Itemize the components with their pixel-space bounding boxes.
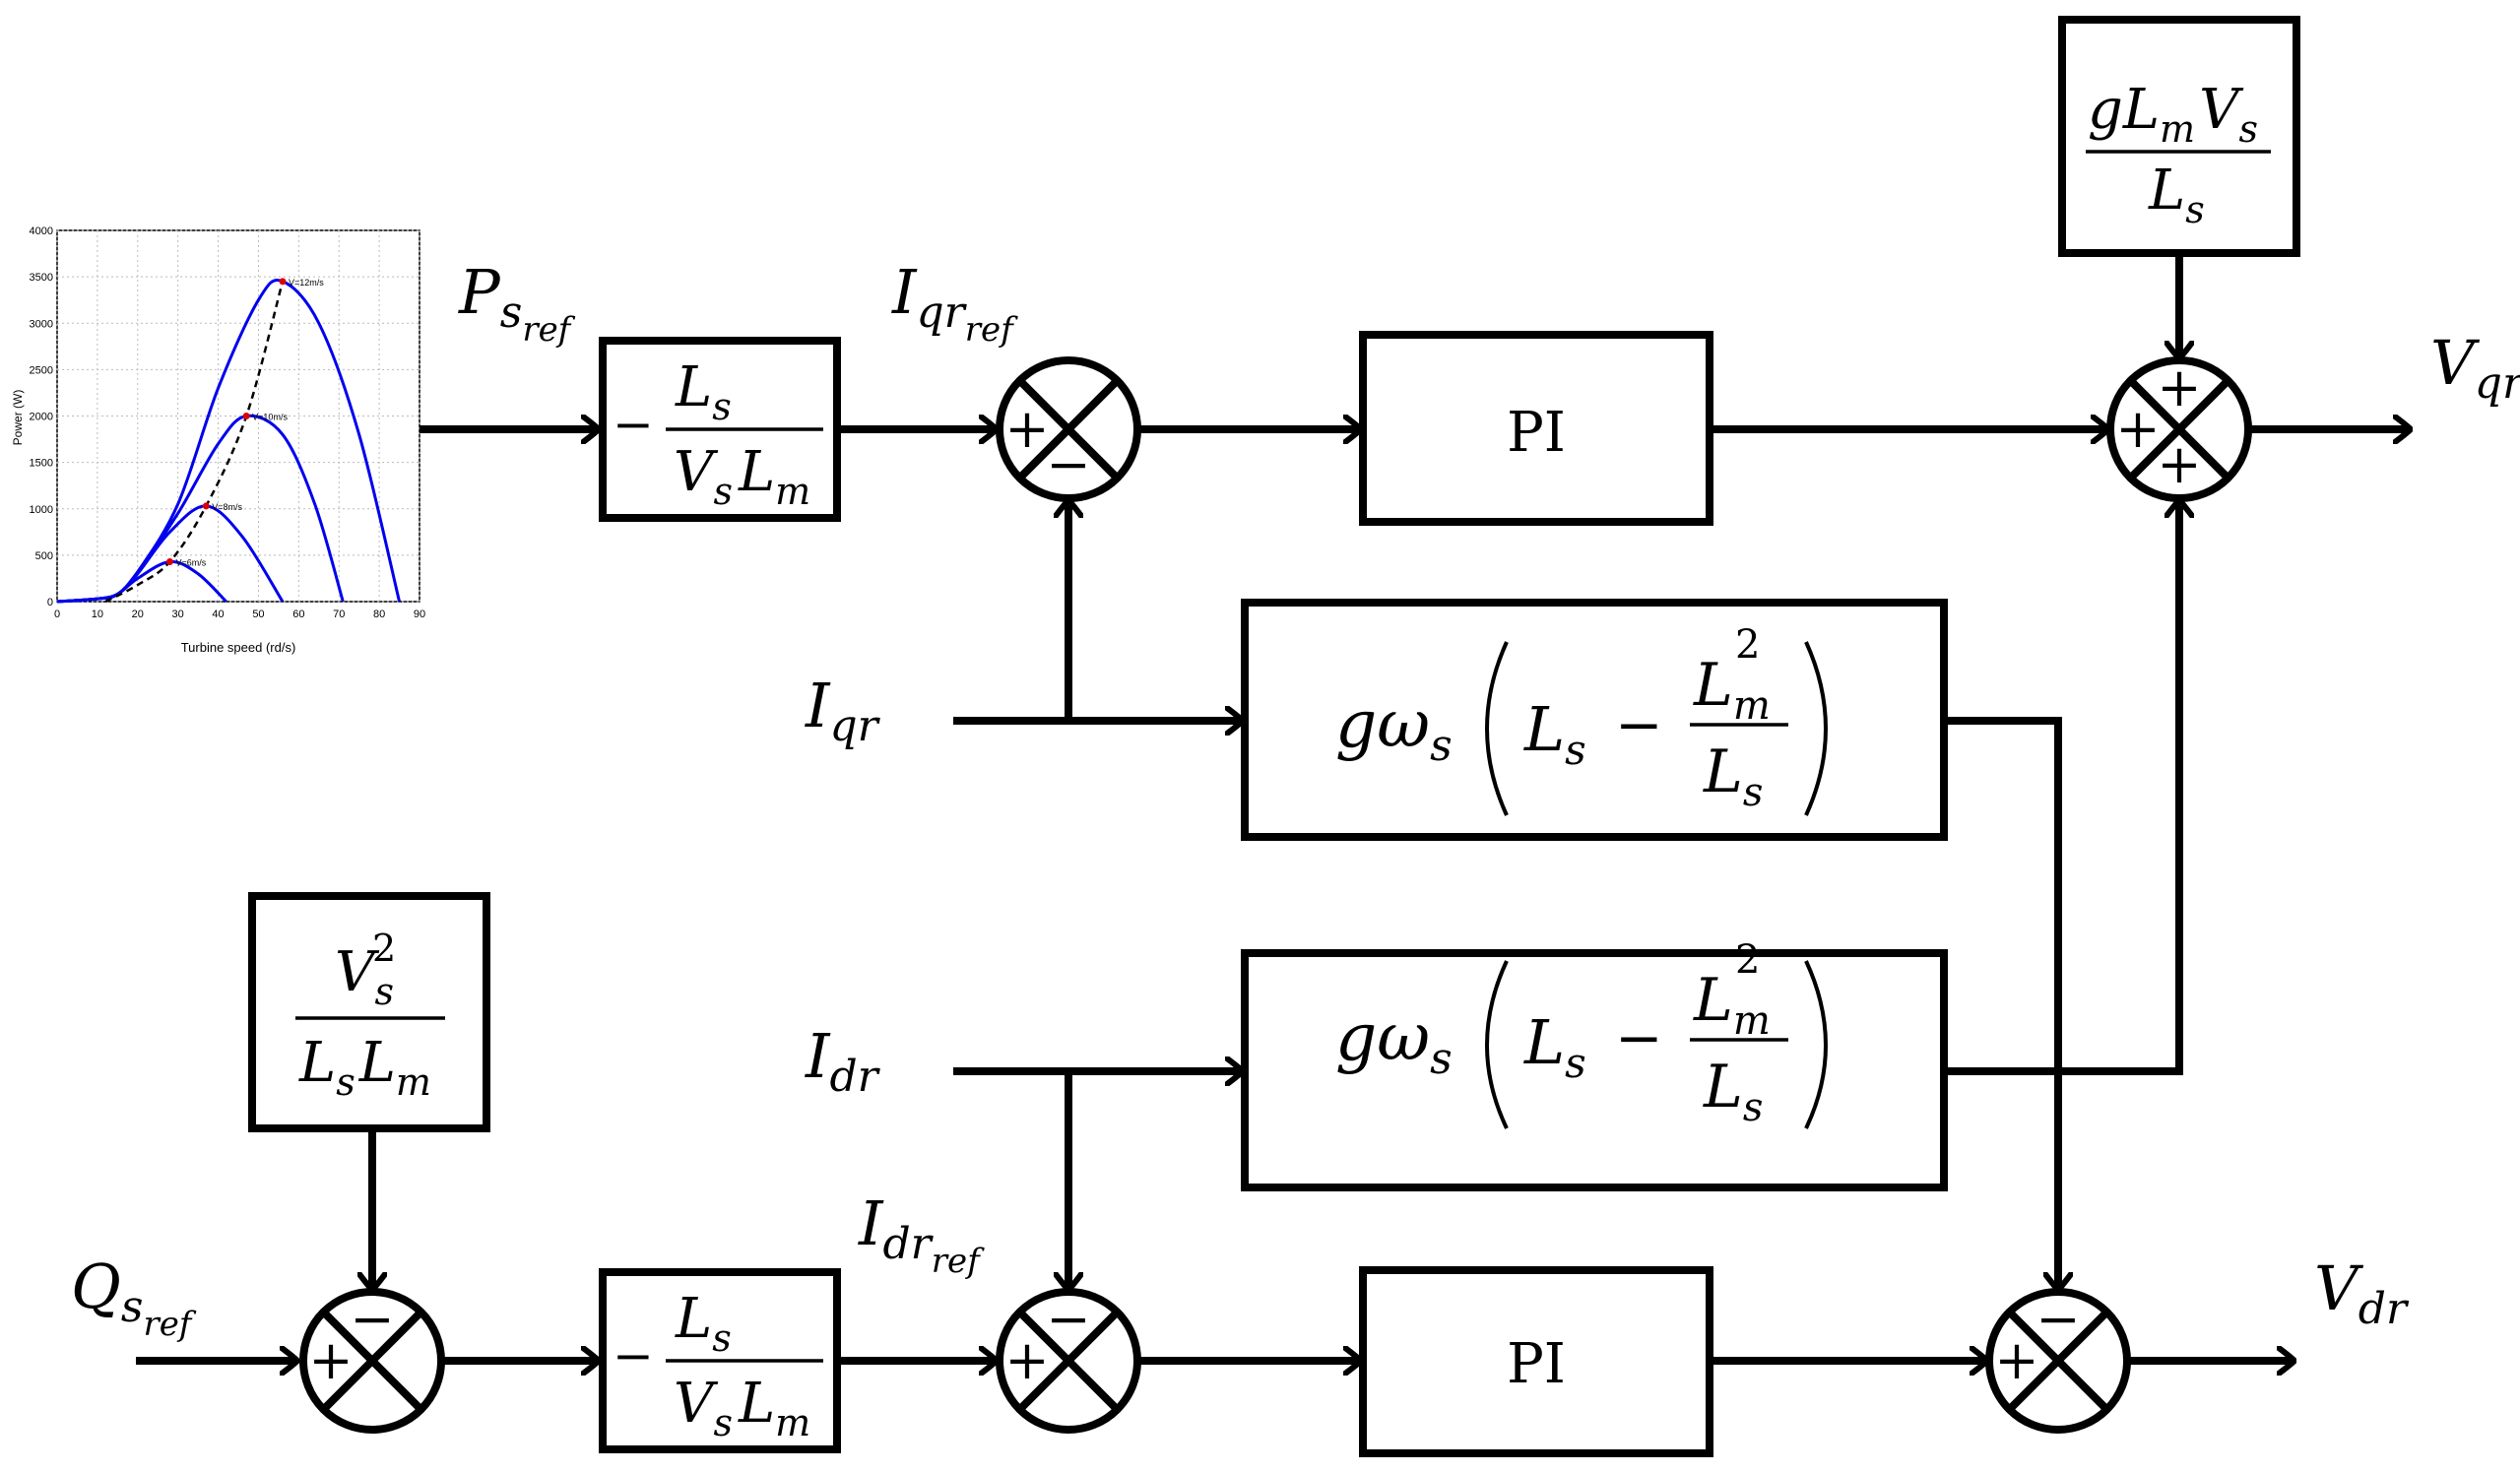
svg-text:Ls: Ls (675, 1287, 732, 1360)
series-label: V=10m/s (252, 413, 288, 422)
feedforward-qr-block: gLmVs Ls (2058, 16, 2300, 257)
pi-bottom-label: PI (1507, 1332, 1566, 1396)
sum-vdr-junction: +− (1985, 1288, 2131, 1434)
svg-text:Ls: Ls (2148, 159, 2205, 231)
x-tick-label: 0 (54, 608, 60, 620)
y-tick-label: 0 (47, 597, 53, 608)
sum-vqr-junction: +++ (2106, 356, 2252, 502)
svg-text:2: 2 (1735, 937, 1760, 983)
plot-ticks: 0 10 20 30 40 50 60 70 80 90 0 500 1000 1500 2000 2500 3… (30, 225, 426, 620)
svg-text:gωs: gωs (1335, 686, 1453, 771)
svg-text:gωs: gωs (1335, 999, 1453, 1084)
optimal-point (242, 413, 250, 419)
plot-series: V=6m/s V=8m/s V=10m/s V=12m/s (56, 278, 402, 604)
optimal-point (279, 278, 287, 286)
svg-text:Ls: Ls (1703, 1053, 1763, 1130)
signal-labels: Psref Iqrref Vqr Iqr Idr Idrref Qsref Vd… (71, 256, 2520, 1344)
svg-text:−: − (613, 1327, 654, 1384)
x-tick-label: 50 (252, 608, 264, 620)
y-tick-label: 3000 (30, 318, 53, 330)
x-axis-label: Turbine speed (rd/s) (181, 640, 296, 655)
iqr-ref-label: Iqrref (891, 256, 1018, 350)
coupling-dr-block: gωs Ls − Lm 2 Ls (1241, 937, 1948, 1191)
plot-grid (56, 229, 420, 603)
sum-vqr-sign-left: + (2115, 398, 2160, 460)
y-axis-label: Power (W) (11, 390, 25, 446)
idr-ref-label: Idrref (858, 1187, 985, 1281)
sum-qs-junction: +− (299, 1288, 445, 1434)
sum-idr-sign-top: − (1046, 1288, 1090, 1350)
optimal-power-curve (104, 281, 285, 604)
y-tick-label: 4000 (30, 225, 53, 237)
svg-text:Ls: Ls (1523, 1006, 1586, 1087)
svg-text:Vs: Vs (335, 940, 394, 1013)
x-tick-label: 40 (212, 608, 224, 620)
x-tick-label: 10 (92, 608, 103, 620)
feedforward-dr-block: Vs 2 LsLm (248, 892, 490, 1132)
series-label: V=12m/s (289, 278, 324, 288)
svg-text:2: 2 (372, 927, 396, 970)
coupling-qr-line (1946, 717, 2058, 1290)
idr-label: Idr (805, 1020, 881, 1102)
sum-vdr-sign-left: + (1994, 1329, 2038, 1391)
svg-text:Ls: Ls (1523, 693, 1586, 774)
gain-minus: − (613, 396, 654, 453)
series-label: V=6m/s (175, 557, 206, 567)
power-curve-chart: 0 10 20 30 40 50 60 70 80 90 0 500 1000 1500 2000 2500 3… (11, 225, 425, 655)
y-tick-label: 500 (35, 550, 53, 562)
sum-iqr-sign-left: + (1004, 398, 1049, 460)
optimal-point (165, 557, 173, 565)
signal-lines (136, 253, 2411, 1361)
optimal-point (202, 502, 210, 510)
y-tick-label: 2000 (30, 412, 53, 423)
pi-controller-top: PI (1359, 331, 1713, 526)
x-tick-label: 60 (292, 608, 304, 620)
y-tick-label: 3500 (30, 272, 53, 284)
coupling-qr-block: gωs Ls − Lm 2 Ls (1241, 599, 1948, 841)
svg-text:LsLm: LsLm (298, 1031, 431, 1104)
svg-text:gLmVs: gLmVs (2088, 78, 2258, 151)
x-tick-label: 90 (414, 608, 425, 620)
power-curve-series (56, 279, 402, 604)
coupling-dr-line (1946, 500, 2179, 1075)
sum-qs-sign-left: + (308, 1329, 353, 1391)
sum-vdr-sign-top: − (2035, 1288, 2080, 1350)
sum-qs-sign-top: − (350, 1288, 394, 1350)
svg-text:−: − (1615, 1004, 1663, 1071)
qs-ref-label: Qsref (71, 1250, 197, 1344)
iqr-label: Iqr (805, 670, 881, 751)
sum-iqr-junction: +− (996, 356, 1141, 502)
svg-text:Ls: Ls (1703, 737, 1763, 815)
sum-idr-sign-left: + (1004, 1329, 1049, 1391)
x-tick-label: 30 (172, 608, 184, 620)
summing-junctions: +−++++−+−+− (299, 356, 2252, 1434)
pi-controller-bottom: PI (1359, 1266, 1713, 1457)
svg-text:Lm: Lm (1693, 966, 1771, 1044)
ps-ref-label: Psref (458, 256, 576, 350)
svg-text:−: − (1615, 691, 1663, 758)
sum-iqr-sign-bottom: − (1046, 433, 1090, 495)
pi-top-label: PI (1507, 401, 1566, 465)
svg-text:Lm: Lm (1693, 651, 1771, 729)
vqr-label: Vqr (2430, 327, 2520, 409)
vdr-label: Vdr (2314, 1252, 2410, 1334)
sum-idr-junction: +− (996, 1288, 1141, 1434)
svg-text:2: 2 (1735, 622, 1760, 668)
y-tick-label: 1000 (30, 504, 53, 516)
sum-vqr-sign-top: + (2157, 356, 2201, 418)
y-tick-label: 2500 (30, 364, 53, 376)
sum-vqr-sign-bottom: + (2157, 433, 2201, 495)
series-label: V=8m/s (212, 502, 242, 512)
x-tick-label: 80 (373, 608, 385, 620)
y-tick-label: 1500 (30, 458, 53, 470)
x-tick-label: 20 (132, 608, 144, 620)
x-tick-label: 70 (333, 608, 345, 620)
svg-text:Ls: Ls (675, 355, 732, 428)
